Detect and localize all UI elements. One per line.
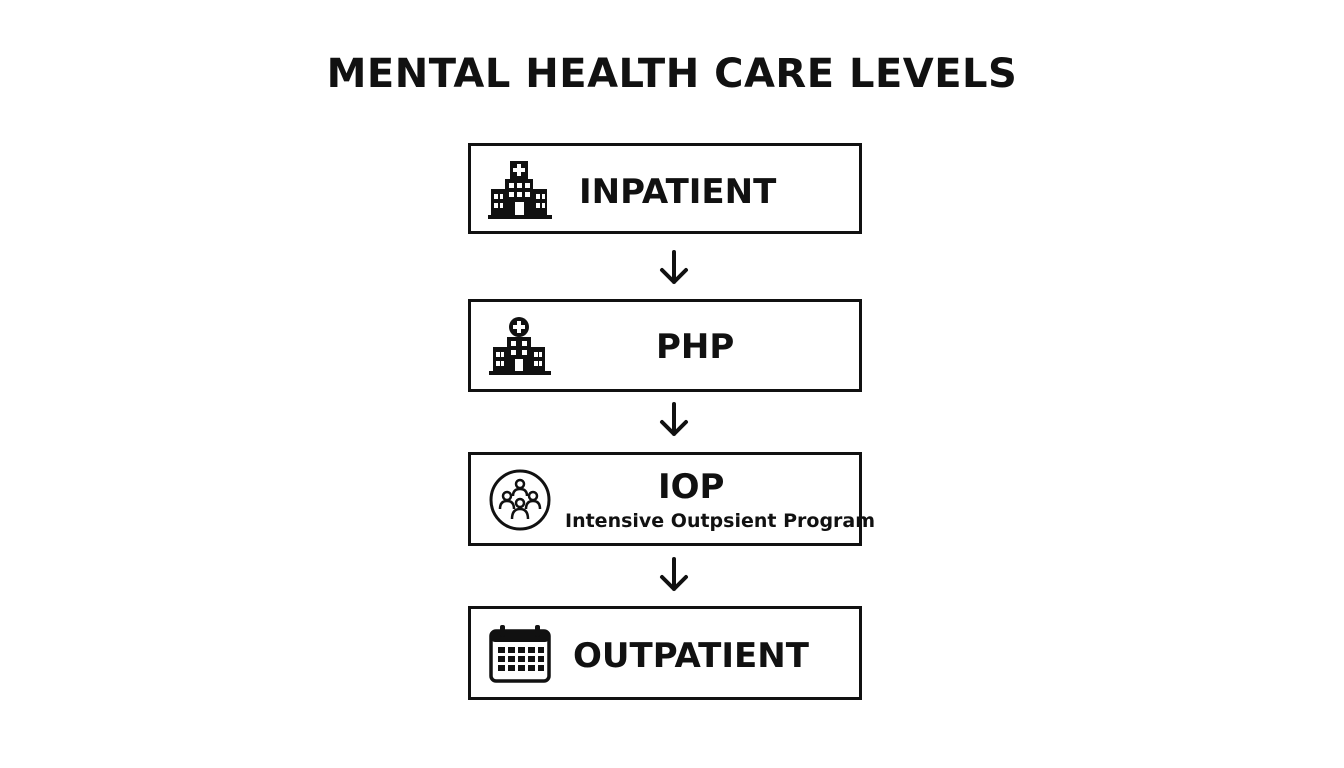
hospital-icon	[487, 315, 553, 377]
page-title: MENTAL HEALTH CARE LEVELS	[326, 51, 1018, 97]
level-label-outpatient: OUTPATIENT	[573, 636, 809, 676]
level-label-php: PHP	[656, 327, 735, 367]
level-box-php: PHP	[468, 299, 862, 392]
level-label-iop: IOP	[658, 467, 725, 507]
group-icon	[487, 469, 553, 531]
arrow-down-icon	[654, 248, 694, 288]
arrow-down-icon	[654, 555, 694, 595]
level-box-inpatient: INPATIENT	[468, 143, 862, 234]
level-subtitle-iop: Intensive Outpsient Program	[565, 510, 876, 532]
level-box-outpatient: OUTPATIENT	[468, 606, 862, 700]
calendar-icon	[487, 623, 553, 685]
arrow-down-icon	[654, 400, 694, 440]
hospital-icon	[487, 159, 553, 221]
level-box-iop: IOP Intensive Outpsient Program	[468, 452, 875, 546]
level-label-inpatient: INPATIENT	[579, 172, 777, 212]
